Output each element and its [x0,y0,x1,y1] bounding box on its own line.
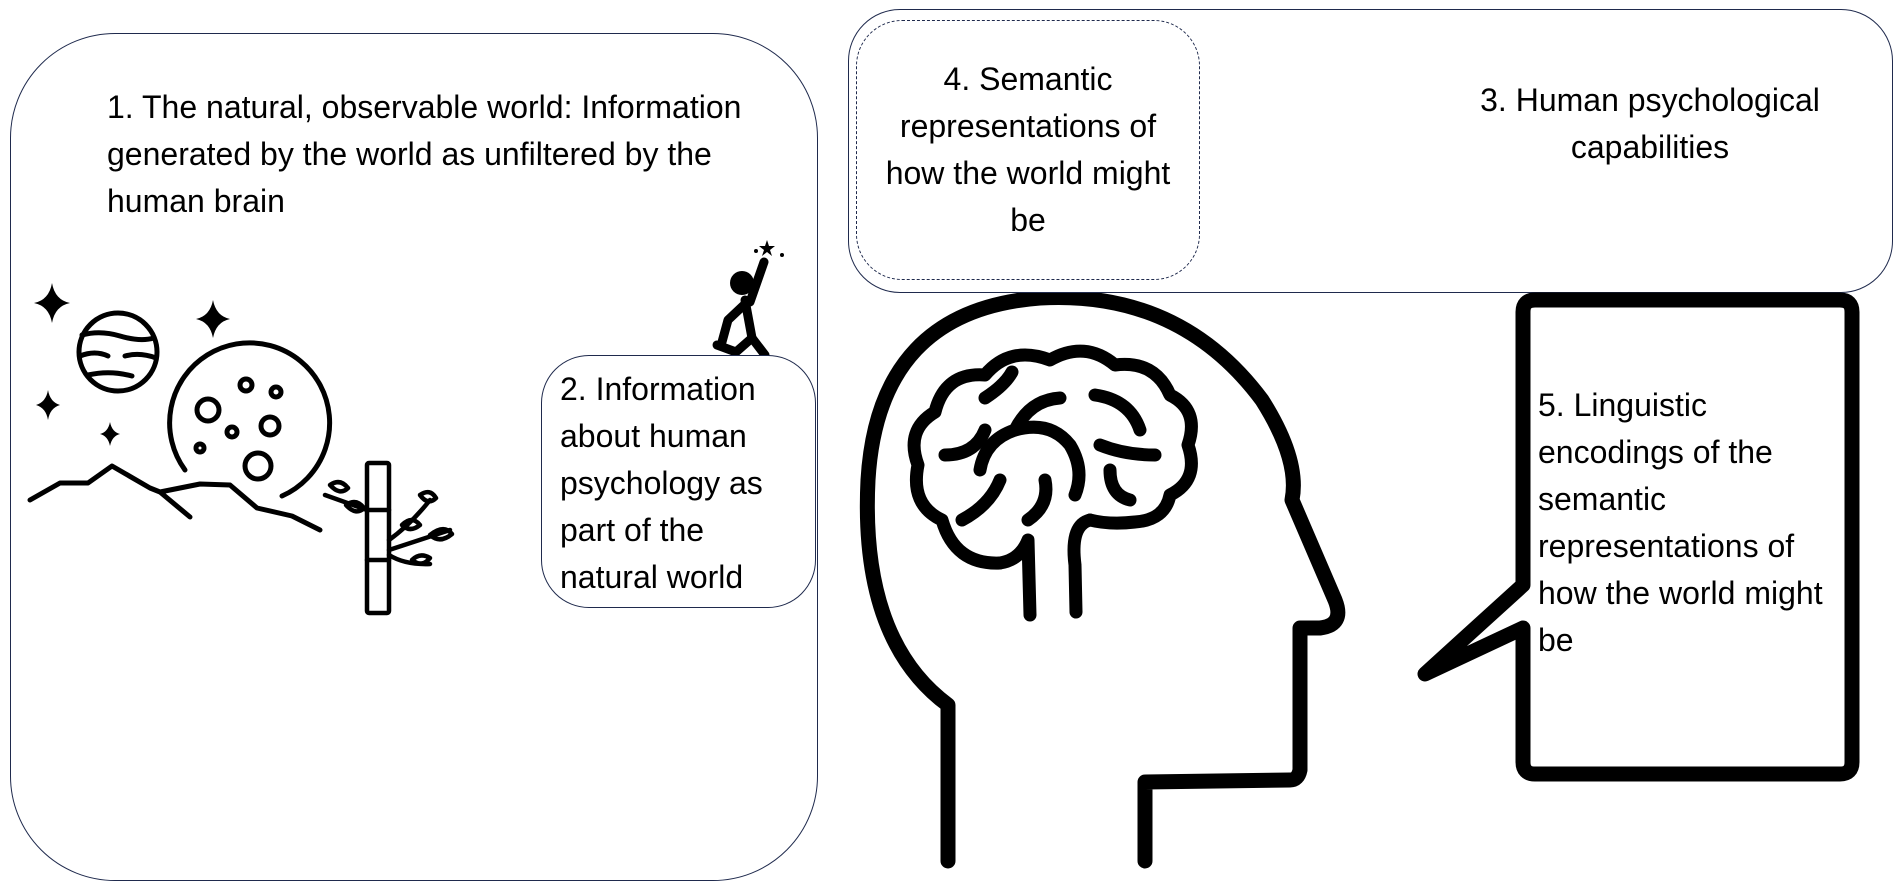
bamboo-icon [322,460,455,616]
person-reaching-icon [712,240,784,385]
sparkle-icon [196,300,230,338]
natural-world-box [10,33,818,881]
planet-icon [76,310,160,394]
psychological-capabilities-label: 3. Human psychological capabilities [1480,82,1820,165]
sparkle-icon [100,422,120,446]
human-psychology-info-label: 2. Information about human psychology as… [560,371,763,595]
sparkle-icon [34,283,70,323]
linguistic-encodings-label: 5. Linguistic encodings of the semantic … [1538,387,1823,658]
sparkle-icon [36,390,60,420]
head-outline [859,289,1346,869]
mountains-icon [27,463,323,533]
night-landscape-icon [27,283,333,533]
natural-world-label: 1. The natural, observable world: Inform… [107,89,742,219]
head-with-brain-icon [859,289,1346,869]
semantic-representations-box [856,20,1200,280]
human-psychology-info-box [541,355,816,608]
brain-icon [907,344,1198,622]
semantic-representations-label: 4. Semantic representations of how the w… [885,61,1171,238]
moon-icon [167,340,333,499]
speech-bubble-outline [1417,292,1860,782]
